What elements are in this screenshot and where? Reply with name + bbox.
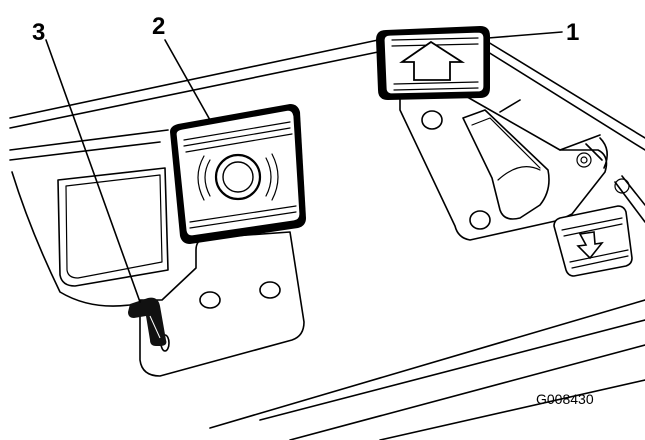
traction-pedal-mount [57,167,305,377]
leader-line-3 [45,39,141,303]
callout-3: 3 [32,19,45,46]
lower-pedal [553,205,633,277]
callout-2: 2 [152,13,165,40]
nut-icon [576,152,592,168]
mount-hole [199,291,221,309]
figure-code: G008430 [536,391,594,407]
leader-line-2 [164,39,211,121]
raise-pedal [376,26,490,100]
arrow-down-icon [576,231,604,260]
nut-icon [614,178,630,194]
arrow-up-icon [399,40,466,81]
traction-pedal [170,104,306,244]
pedal-lock-lever [128,297,167,346]
callout-1: 1 [566,19,579,46]
floor-panel [9,39,645,440]
leader-line-1 [487,31,563,39]
bracket-hole [469,210,491,230]
callout-leaders [45,31,563,303]
bracket-hole [421,110,443,130]
mount-hole [259,281,281,299]
